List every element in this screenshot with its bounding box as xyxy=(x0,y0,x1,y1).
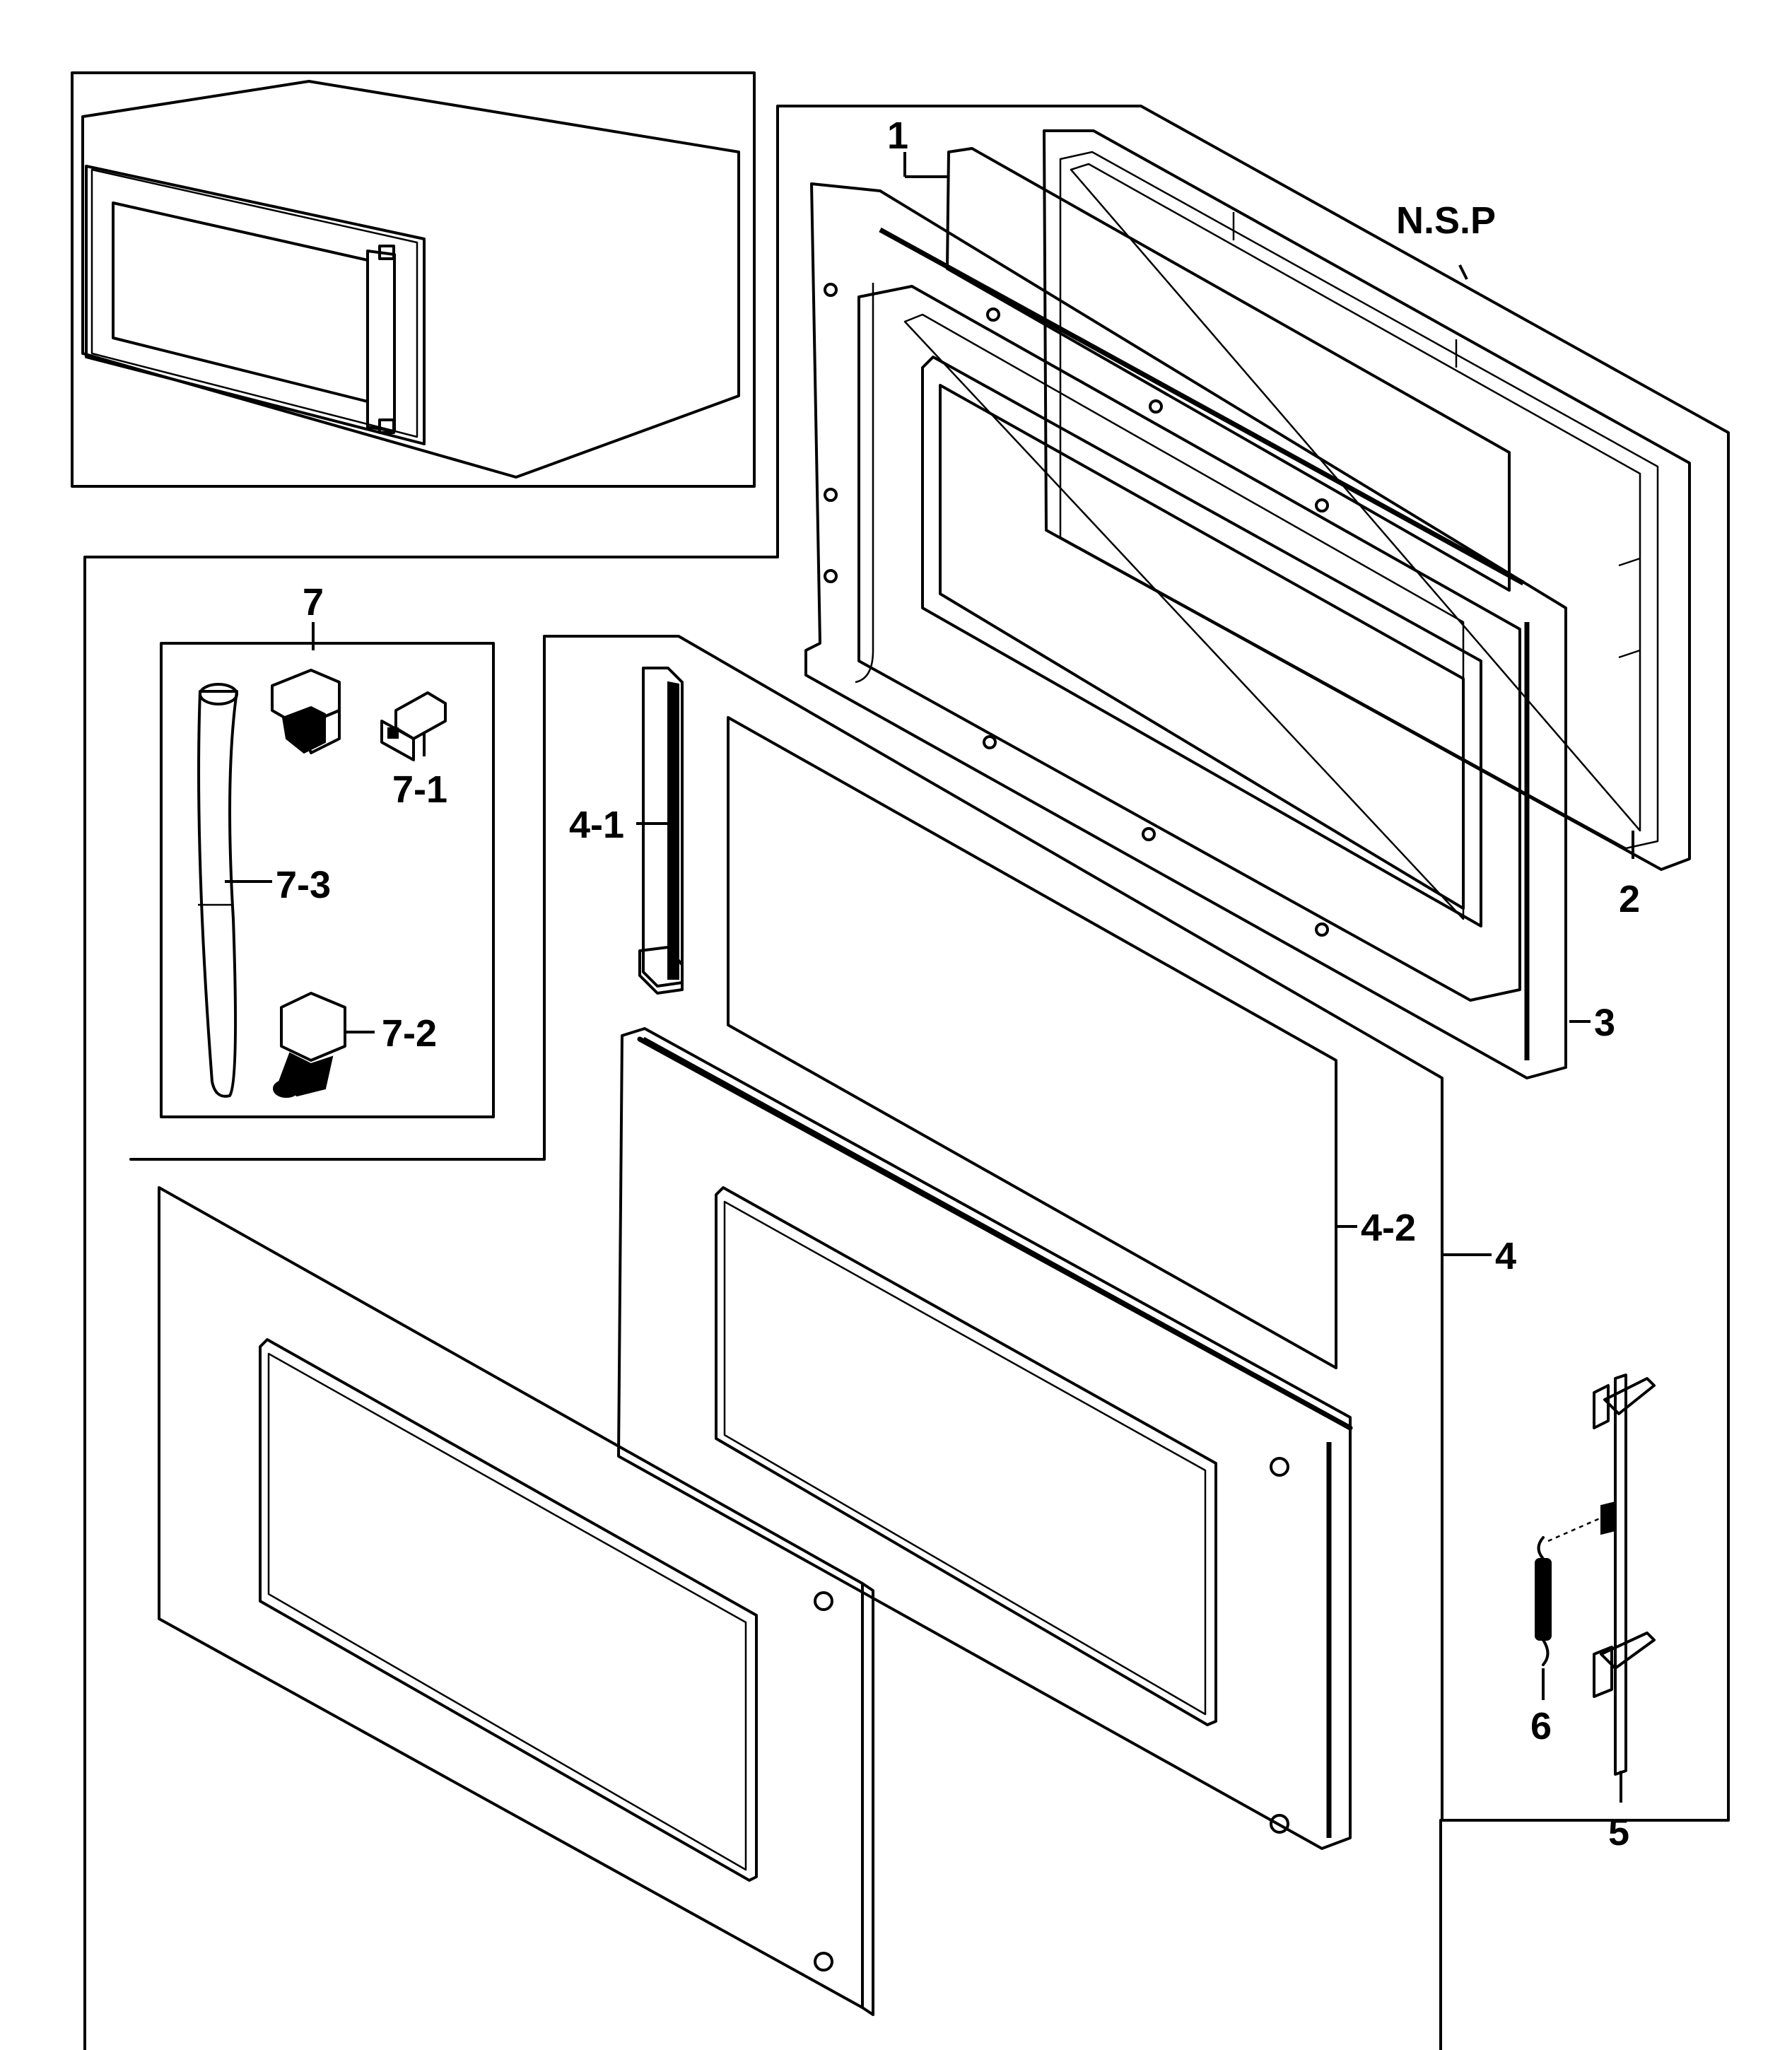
handle-cap-top xyxy=(378,245,395,260)
inner-door-panel xyxy=(804,182,1567,1079)
handle-tube-end xyxy=(199,683,238,705)
overview-inset-frame xyxy=(71,71,756,488)
door-assembly xyxy=(617,1027,1353,1850)
handle-bracket xyxy=(380,691,447,761)
door-outer-frame xyxy=(1043,129,1691,871)
handle-tube xyxy=(197,690,238,1098)
door-latch xyxy=(1593,1374,1656,1776)
latch-spring xyxy=(1535,1515,1605,1666)
door-region-outline xyxy=(543,635,1443,1822)
callout-4: 4 xyxy=(1495,1235,1516,1277)
door-glass xyxy=(727,716,1337,1369)
callout-3: 3 xyxy=(1594,1002,1615,1044)
microwave-door xyxy=(85,165,426,445)
callout-7-1: 7-1 xyxy=(392,768,447,811)
microwave-door-trim xyxy=(90,168,418,438)
inner-door-window xyxy=(921,356,1482,927)
callout-4-1: 4-1 xyxy=(569,804,624,846)
callout-nsp: N.S.P xyxy=(1396,199,1496,242)
microwave-handle xyxy=(366,250,396,433)
callout-5: 5 xyxy=(1608,1811,1629,1853)
callout-7: 7 xyxy=(303,581,324,623)
leader-nsp xyxy=(1458,264,1468,280)
overview-inset xyxy=(71,71,756,488)
callout-6: 6 xyxy=(1530,1705,1552,1747)
callout-7-3: 7-3 xyxy=(276,864,331,906)
callout-4-2: 4-2 xyxy=(1361,1207,1416,1249)
microwave-body xyxy=(81,80,740,479)
handle-kit-box xyxy=(129,622,1443,1822)
handle-cap-bottom xyxy=(378,418,395,434)
callout-1: 1 xyxy=(887,115,908,157)
handle-kit-outline xyxy=(160,642,495,1118)
callout-2: 2 xyxy=(1619,878,1640,920)
door-assembly-window xyxy=(715,1186,1217,1726)
hinge-bar xyxy=(638,667,684,995)
door-outer-cover-window xyxy=(259,1338,758,1882)
door-outer-cover xyxy=(158,1186,874,2016)
choke-shield-sheet xyxy=(946,147,1511,592)
handle-top-cap xyxy=(271,669,341,754)
callout-7-2: 7-2 xyxy=(382,1012,437,1055)
handle-bottom-cap xyxy=(273,992,346,1098)
main-diagram-outline xyxy=(83,105,1730,2050)
lower-region-outline xyxy=(129,635,546,1161)
